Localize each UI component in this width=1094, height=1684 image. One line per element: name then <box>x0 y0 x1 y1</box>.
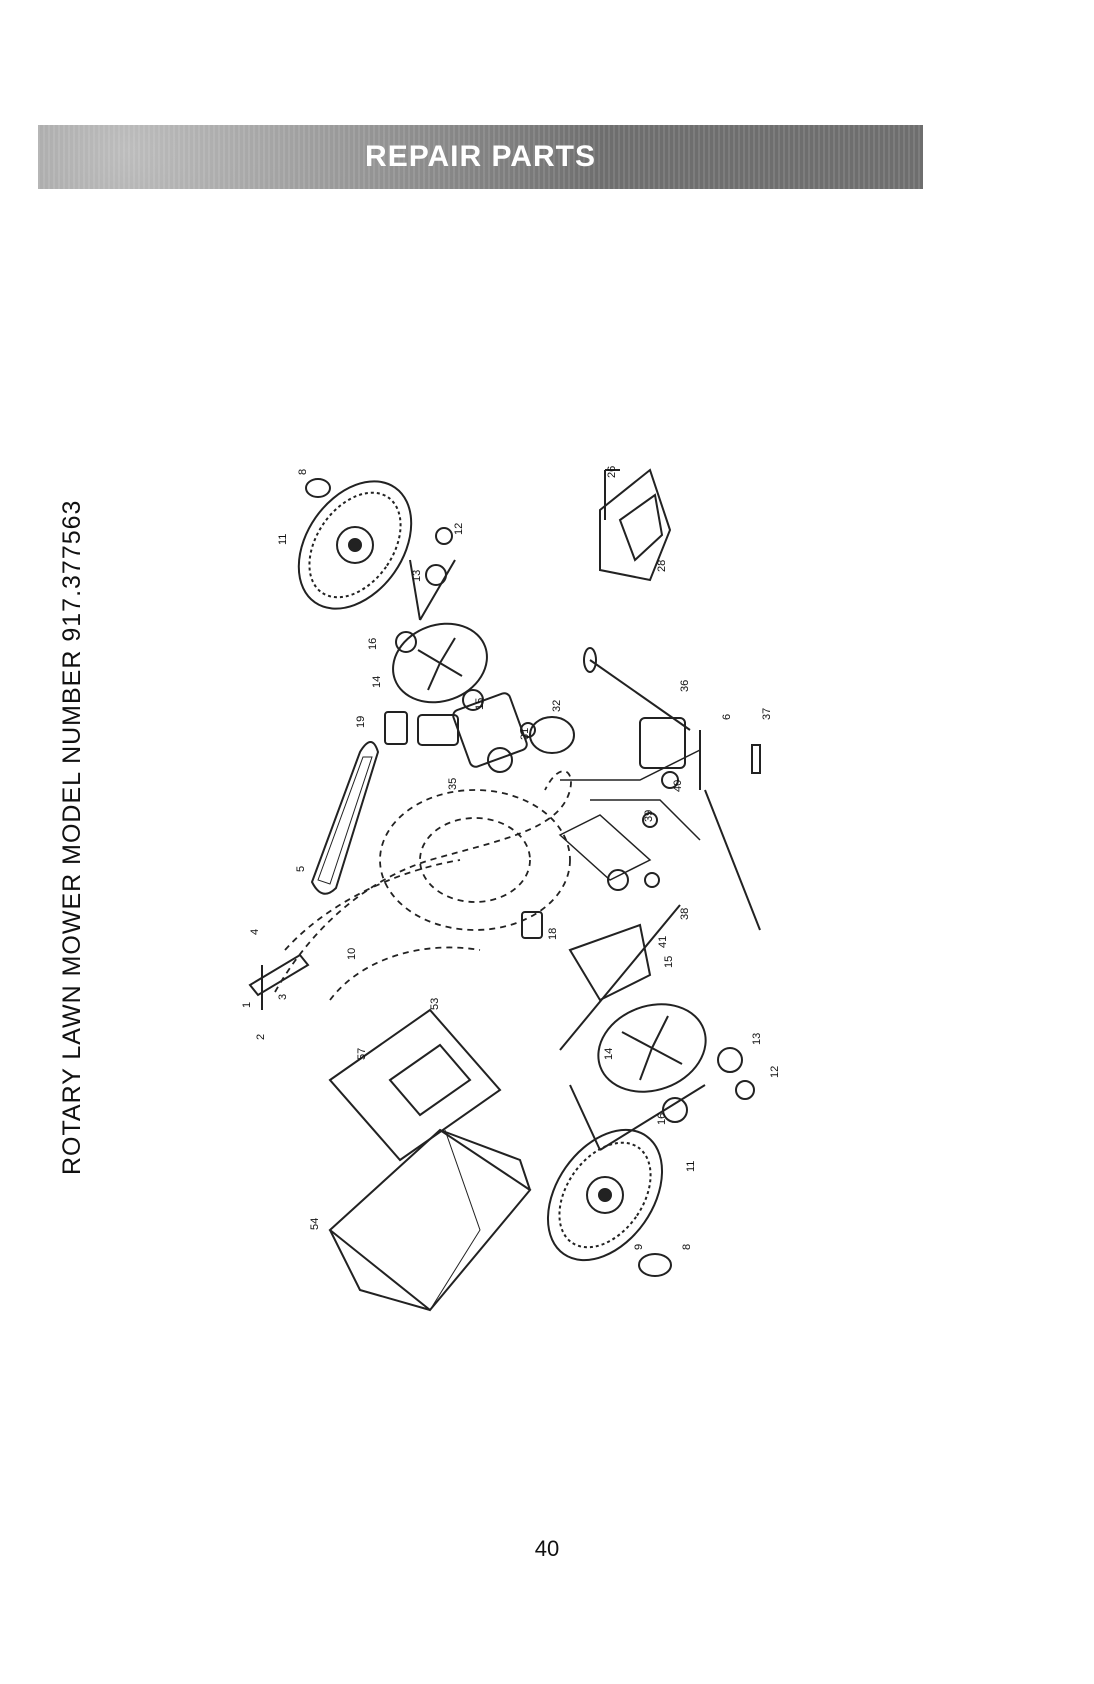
spring <box>385 712 407 744</box>
callout: 53 <box>429 998 441 1010</box>
callout: 57 <box>356 1048 368 1060</box>
callout: 3 <box>277 994 289 1000</box>
callout: 14 <box>603 1048 615 1060</box>
callout: 13 <box>751 1033 763 1045</box>
callout: 13 <box>411 570 423 582</box>
callout: 11 <box>277 534 289 545</box>
callout: 5 <box>295 866 307 872</box>
callout: 54 <box>309 1218 321 1230</box>
callout: 32 <box>551 700 563 712</box>
callout: 37 <box>761 708 773 720</box>
callout: 6 <box>721 714 733 720</box>
callout: 38 <box>679 908 691 920</box>
grass-bag <box>330 1130 530 1310</box>
bag-frame <box>330 1010 500 1160</box>
callout: 18 <box>547 928 559 940</box>
callout: 4 <box>249 929 261 935</box>
deck-outline <box>275 771 571 1000</box>
callout: 8 <box>681 1244 693 1250</box>
callout-labels: 8 11 12 13 16 14 15 19 31 32 35 5 4 3 1 … <box>241 466 781 1250</box>
callout: 31 <box>519 728 531 740</box>
callout: 12 <box>453 523 465 535</box>
callout: 41 <box>657 936 669 948</box>
callout: 19 <box>355 716 367 728</box>
pulley <box>530 717 574 753</box>
callout: 8 <box>297 469 309 475</box>
callout: 1 <box>241 1002 253 1008</box>
callout: 16 <box>367 638 379 650</box>
callout: 10 <box>346 948 358 960</box>
drive-belt <box>312 742 378 894</box>
callout: 2 <box>255 1034 267 1040</box>
callout: 11 <box>685 1161 697 1172</box>
hubcap-bottom <box>639 1254 671 1276</box>
callout: 39 <box>643 810 655 822</box>
callout: 12 <box>769 1066 781 1078</box>
callout: 36 <box>679 680 691 692</box>
callout: 28 <box>656 560 668 572</box>
rear-axle <box>705 790 760 930</box>
callout: 40 <box>672 780 684 792</box>
page-number: 40 <box>0 1536 1094 1562</box>
hubcap-top <box>306 479 330 497</box>
wheel-top <box>276 460 435 630</box>
callout: 26 <box>606 466 618 478</box>
callout: 15 <box>663 956 675 968</box>
callout: 15 <box>474 698 486 710</box>
callout: 9 <box>633 1244 645 1250</box>
callout: 35 <box>447 778 459 790</box>
callout: 14 <box>371 676 383 688</box>
callout: 16 <box>656 1113 668 1125</box>
handle-bracket <box>250 955 308 995</box>
